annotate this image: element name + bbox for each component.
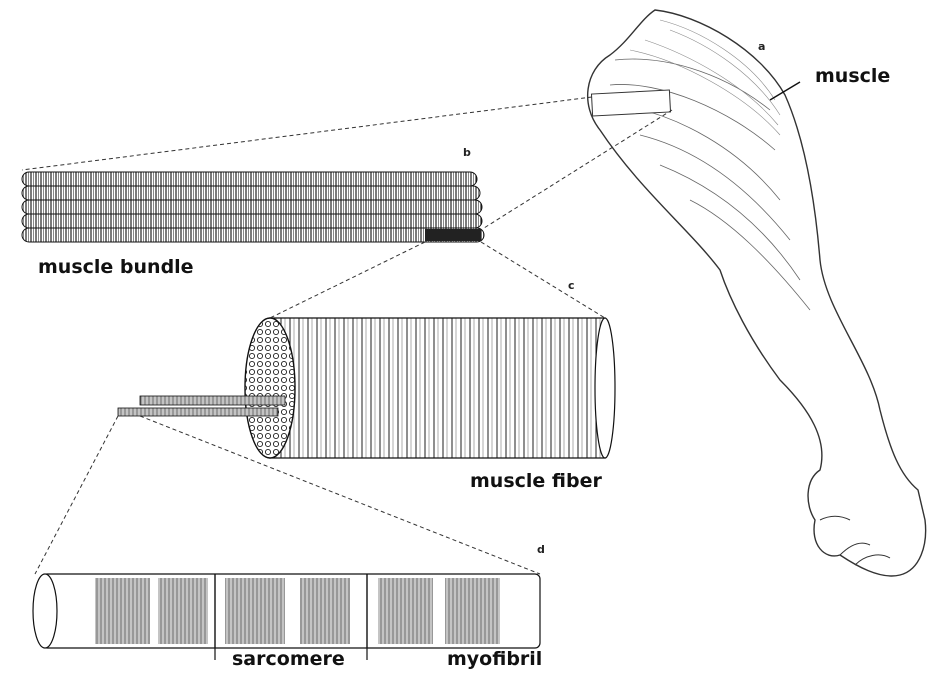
label-sarcomere: sarcomere [232,648,345,670]
label-muscle-fiber: muscle fiber [470,470,602,492]
muscle-bundle-illustration [22,172,484,242]
label-myofibril: myofibril [447,648,542,670]
panel-letter-a: a [758,40,765,53]
panel-letter-d: d [537,543,545,556]
panel-letter-c: c [568,279,575,292]
label-muscle: muscle [815,65,890,87]
panel-letter-b: b [463,146,471,159]
label-muscle-bundle: muscle bundle [38,256,194,278]
arm-illustration [588,10,926,576]
